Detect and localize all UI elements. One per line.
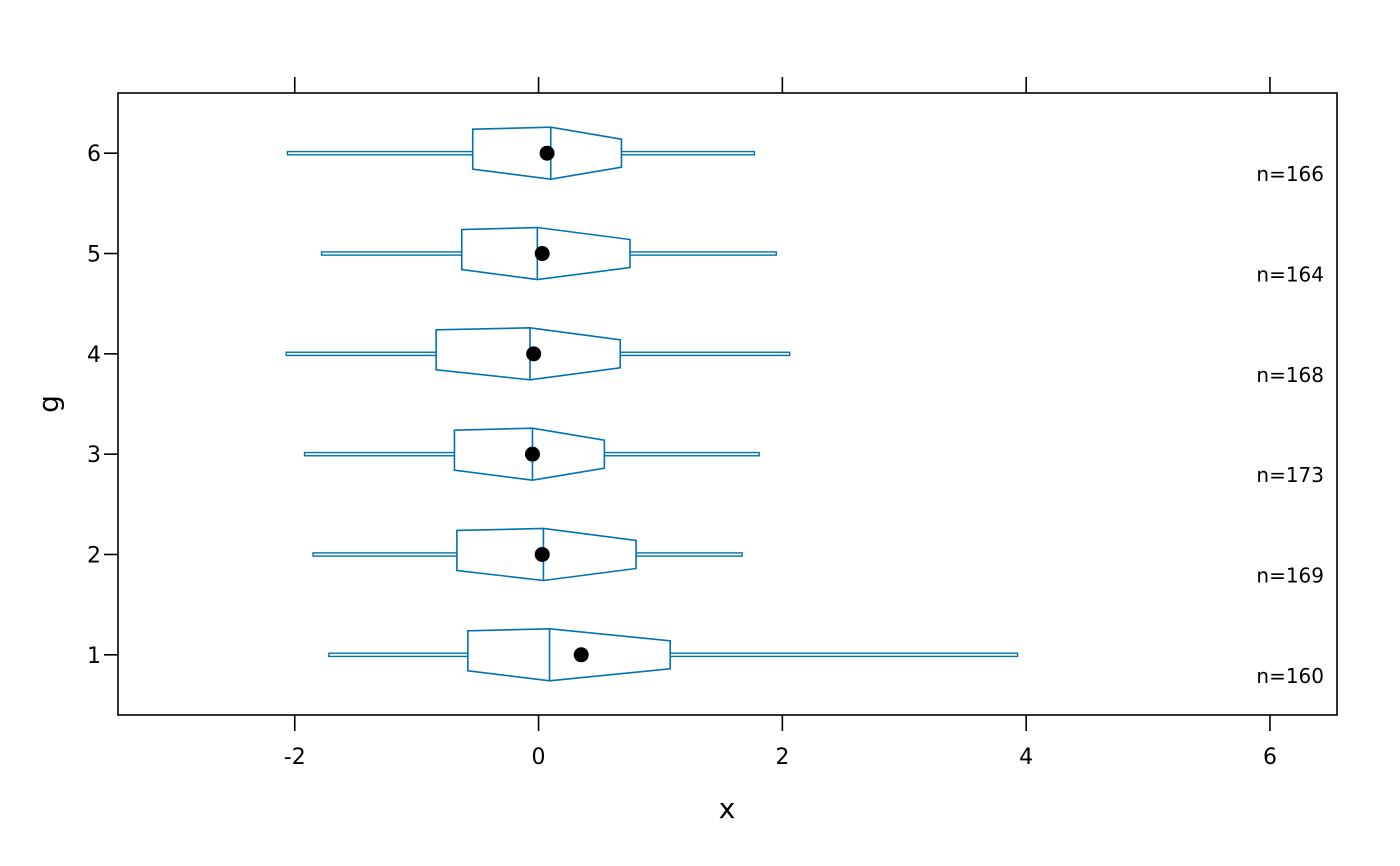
y-tick-label: 1: [87, 644, 101, 669]
bottom-axis-ticks: -2 0 2 4 6: [284, 715, 1277, 770]
box-series: [285, 126, 1019, 682]
y-tick-label: 6: [87, 142, 101, 167]
whisker-right: [669, 652, 1019, 658]
whisker-left: [285, 351, 437, 357]
whisker-right: [619, 351, 791, 357]
x-tick-label: 2: [775, 745, 789, 770]
plot-panel: [117, 92, 1338, 716]
x-axis-title: x: [719, 792, 736, 825]
whisker-left: [312, 552, 458, 557]
whisker-right: [620, 150, 756, 156]
x-tick-label: -2: [284, 745, 306, 770]
whisker-right: [635, 552, 743, 557]
box: [467, 628, 672, 682]
y-tick-label: 4: [87, 343, 101, 368]
n-label: n=173: [1256, 463, 1324, 487]
whisker-left: [320, 251, 463, 256]
whisker-left: [328, 652, 469, 658]
mean-marker: [539, 145, 555, 161]
y-axis-title: g: [32, 395, 65, 413]
mean-marker: [526, 346, 542, 362]
n-labels: n=160 n=169 n=173 n=168 n=164 n=166: [1256, 162, 1324, 688]
top-axis-ticks: [293, 77, 1271, 93]
x-tick-label: 6: [1263, 745, 1277, 770]
y-tick-label: 5: [87, 243, 101, 268]
mean-marker: [573, 647, 589, 663]
mean-marker: [524, 446, 540, 462]
whisker-left: [286, 150, 474, 156]
n-label: n=164: [1256, 263, 1324, 287]
n-label: n=169: [1256, 563, 1324, 587]
whisker-right: [603, 451, 760, 457]
n-label: n=166: [1256, 162, 1324, 186]
mean-marker: [534, 546, 550, 562]
mean-marker: [534, 246, 550, 262]
x-tick-label: 4: [1019, 745, 1033, 770]
x-tick-label: 0: [532, 745, 546, 770]
n-label: n=160: [1256, 664, 1324, 688]
y-tick-label: 2: [87, 543, 101, 568]
whisker-left: [303, 451, 456, 457]
y-tick-label: 3: [87, 443, 101, 468]
left-axis-ticks: 1 2 3 4 5 6: [87, 142, 118, 669]
whisker-right: [629, 251, 777, 256]
n-label: n=168: [1256, 363, 1324, 387]
